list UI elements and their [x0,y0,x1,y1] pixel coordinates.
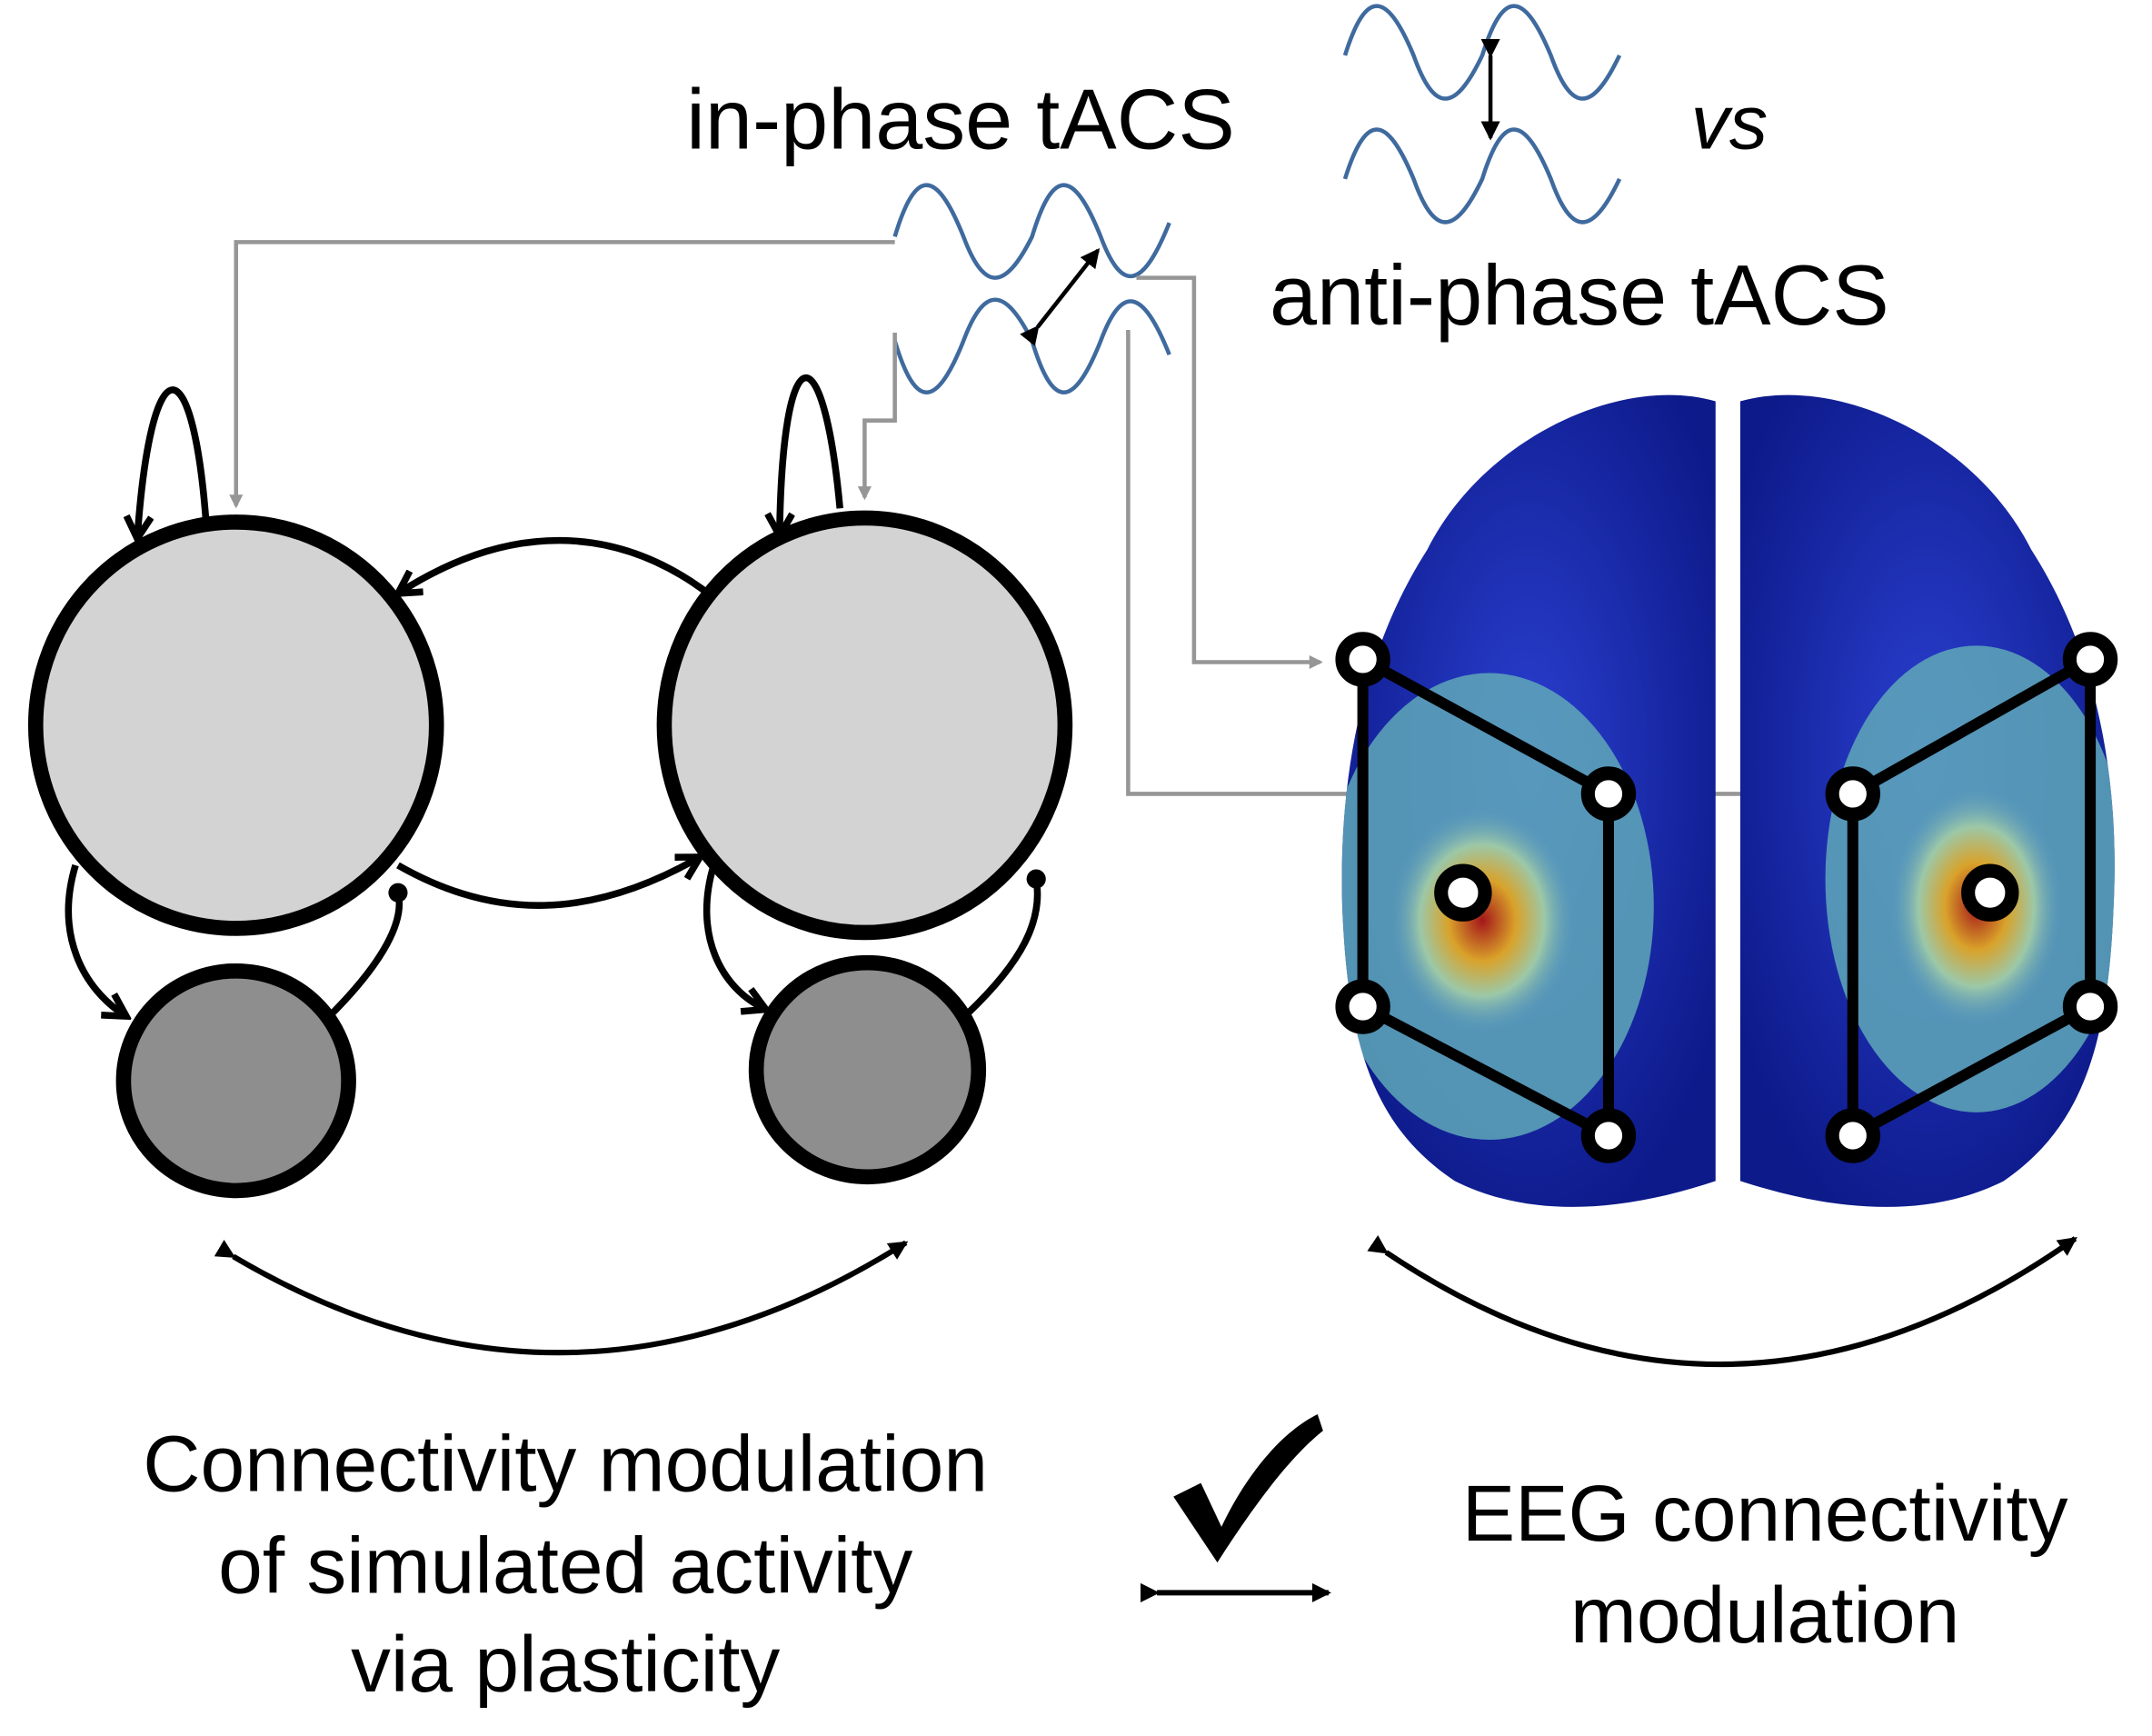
exc-to-inh-right [703,863,766,1010]
electrode [1580,1108,1637,1163]
model-caption: Connectivity modulation of simulated act… [143,1420,988,1709]
electrode [1434,863,1492,922]
inhibitory-node-left [115,963,356,1199]
brain-eeg-figure [1335,394,2118,1367]
model-caption-line: via plasticity [351,1620,780,1709]
electrode [1825,1108,1880,1163]
stim-connector-network [229,240,897,509]
model-connectivity-arrow [214,1240,909,1356]
electrode [1580,766,1637,822]
electrode [1961,863,2019,922]
neural-network-model [27,374,1073,1356]
connection-left-to-right [396,857,700,909]
eeg-electrodes [1335,632,2118,1163]
anti-phase-wave-icon [892,183,1171,394]
excitatory-node-left [27,514,444,936]
eeg-caption-line: EEG connectivity [1462,1469,2068,1558]
model-caption-line: of simulated activity [218,1521,912,1610]
model-caption-line: Connectivity modulation [143,1420,988,1509]
excitatory-node-right [656,510,1073,941]
eeg-caption-line: modulation [1570,1571,1959,1660]
checkmark-icon [1173,1414,1323,1563]
self-loop-right [780,374,844,536]
electrode [1825,766,1880,822]
electrode [2062,632,2118,687]
versus-label: vs [1691,79,1768,165]
connection-right-to-left [398,536,716,601]
electrode [1335,979,1390,1034]
electrode [1335,632,1390,687]
electrode [2062,979,2118,1034]
eeg-connectivity-arrow [1367,1234,2077,1367]
inhibitory-node-right [748,954,987,1185]
in-phase-wave-icon [1342,4,1622,224]
in-phase-label: in-phase tACS [686,72,1235,167]
eeg-caption: EEG connectivity modulation [1462,1469,2068,1660]
anti-phase-label: anti-phase tACS [1270,247,1889,343]
self-loop-left [137,386,210,539]
inh-to-exc-left [326,883,408,1019]
inh-to-exc-right [965,869,1046,1016]
exc-to-inh-left [65,863,126,1016]
